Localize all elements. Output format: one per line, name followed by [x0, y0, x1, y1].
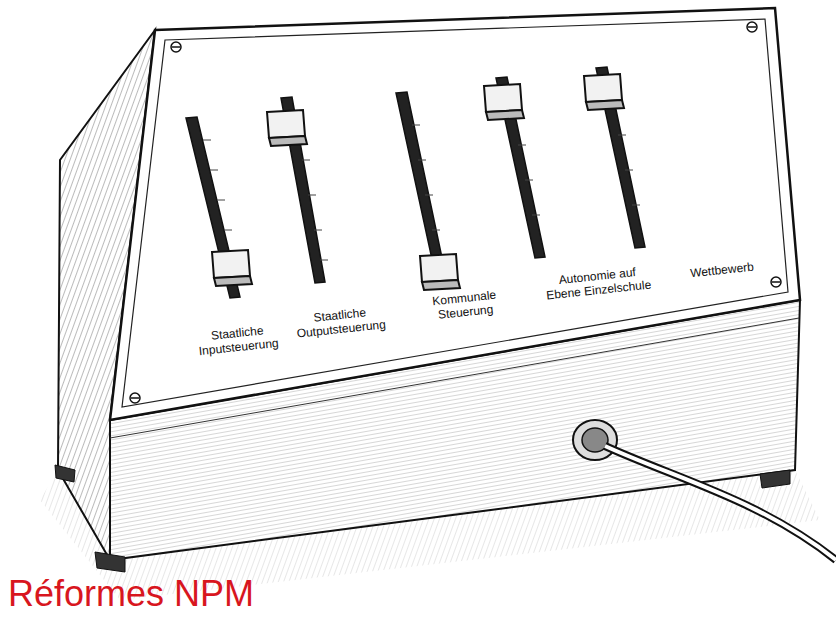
top-panel: [110, 8, 800, 420]
cable-jack: [573, 420, 836, 560]
foot: [95, 552, 125, 572]
slide-title: Réformes NPM: [8, 574, 254, 614]
foot: [760, 470, 790, 488]
scale-ticks: [203, 100, 640, 260]
fader-knobs: [212, 74, 624, 290]
screws: [130, 22, 781, 403]
foot: [55, 465, 75, 482]
panel-inset: [122, 19, 788, 407]
fader-slots: [186, 67, 645, 298]
